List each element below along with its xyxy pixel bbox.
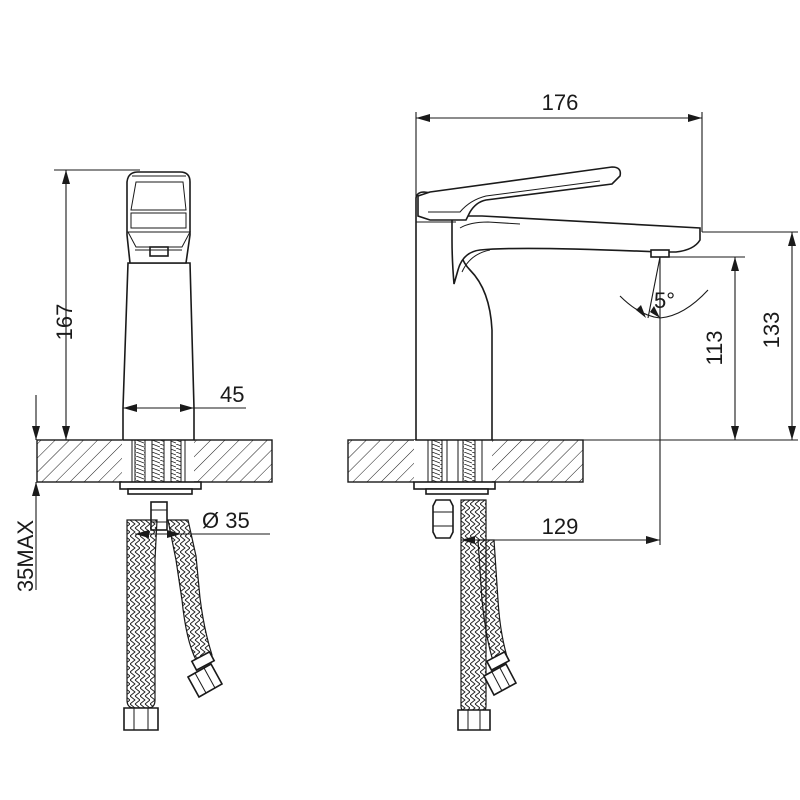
dim-angle-5: 5° [619,256,709,319]
side-view: 176 5° 113 133 [347,90,798,731]
dim-45-label: 45 [220,382,244,407]
dim-113-label: 113 [702,330,727,365]
dim-35max-label: 35MAX [13,520,38,592]
front-view: 167 45 Ø 35 35MAX [13,169,273,731]
dim-35max: 35MAX [13,395,40,592]
dim-diameter-35-label: Ø 35 [202,508,250,533]
dim-133: 133 [702,231,798,441]
hoses-front [123,519,224,731]
dim-113: 113 [492,256,745,441]
dim-176-label: 176 [542,90,579,115]
dim-diameter-35: Ø 35 [135,508,270,538]
dim-167: 167 [52,169,140,440]
dim-133-label: 133 [759,312,784,349]
dim-129-label: 129 [542,514,579,539]
dim-45: 45 [123,382,246,412]
dim-129: 129 [461,514,660,544]
dim-176: 176 [415,90,703,232]
shank-side [413,439,496,539]
faucet-body-front [122,171,195,441]
dim-167-label: 167 [52,304,77,341]
faucet-body-side [415,166,701,441]
dim-angle-5-label: 5° [654,288,675,313]
hoses-side [457,499,518,731]
shank-front [119,439,202,531]
